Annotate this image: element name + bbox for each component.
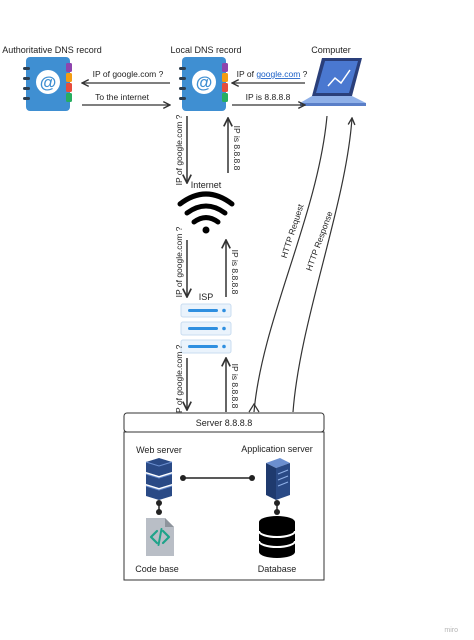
watermark: miro [444, 627, 458, 634]
svg-text:@: @ [196, 73, 213, 92]
google-link[interactable]: google.com [256, 69, 300, 79]
code-base-label: Code base [135, 564, 179, 574]
edge-isp-to-internet-label: IP is 8.8.8.8 [230, 250, 240, 295]
isp-label: ISP [199, 292, 214, 302]
http-response-label: HTTP Response [304, 210, 335, 273]
internet-label: Internet [191, 180, 222, 190]
edge-auth-to-local-label: To the internet [95, 92, 150, 102]
local-dns-label: Local DNS record [170, 45, 241, 55]
edge-server-to-isp-label: IP is 8.8.8.8 [230, 364, 240, 409]
web-server-label: Web server [136, 445, 182, 455]
code-file-icon [146, 518, 174, 556]
laptop-icon [300, 58, 366, 106]
http-response-curve [292, 118, 352, 413]
server-tower-icon [266, 458, 290, 500]
app-server-label: Application server [241, 444, 313, 454]
server-stack-icon [145, 458, 173, 500]
http-request-endmark [248, 402, 260, 413]
auth-dns-label: Authoritative DNS record [2, 45, 102, 55]
server-label: Server 8.8.8.8 [196, 418, 253, 428]
database-label: Database [258, 564, 297, 574]
address-book-icon: @ [179, 57, 228, 111]
edge-local-to-computer-label: IP is 8.8.8.8 [246, 92, 291, 102]
wifi-icon [177, 191, 235, 234]
edge-internet-to-local-label: IP is 8.8.8.8 [232, 126, 242, 171]
http-request-curve [253, 115, 328, 413]
edge-internet-to-isp-label: IP of google.com ? [174, 226, 184, 297]
computer-label: Computer [311, 45, 351, 55]
server-rack-icon [180, 303, 232, 354]
address-book-icon: @ [23, 57, 72, 111]
edge-computer-to-local-label: IP of google.com ? [237, 69, 308, 79]
database-icon [258, 516, 296, 558]
svg-text:@: @ [40, 73, 57, 92]
edge-local-to-internet-label: IP of google.com ? [174, 114, 184, 185]
edge-isp-to-server-label: IP of google.com ? [174, 344, 184, 415]
edge-local-to-auth-label: IP of google.com ? [93, 69, 164, 79]
